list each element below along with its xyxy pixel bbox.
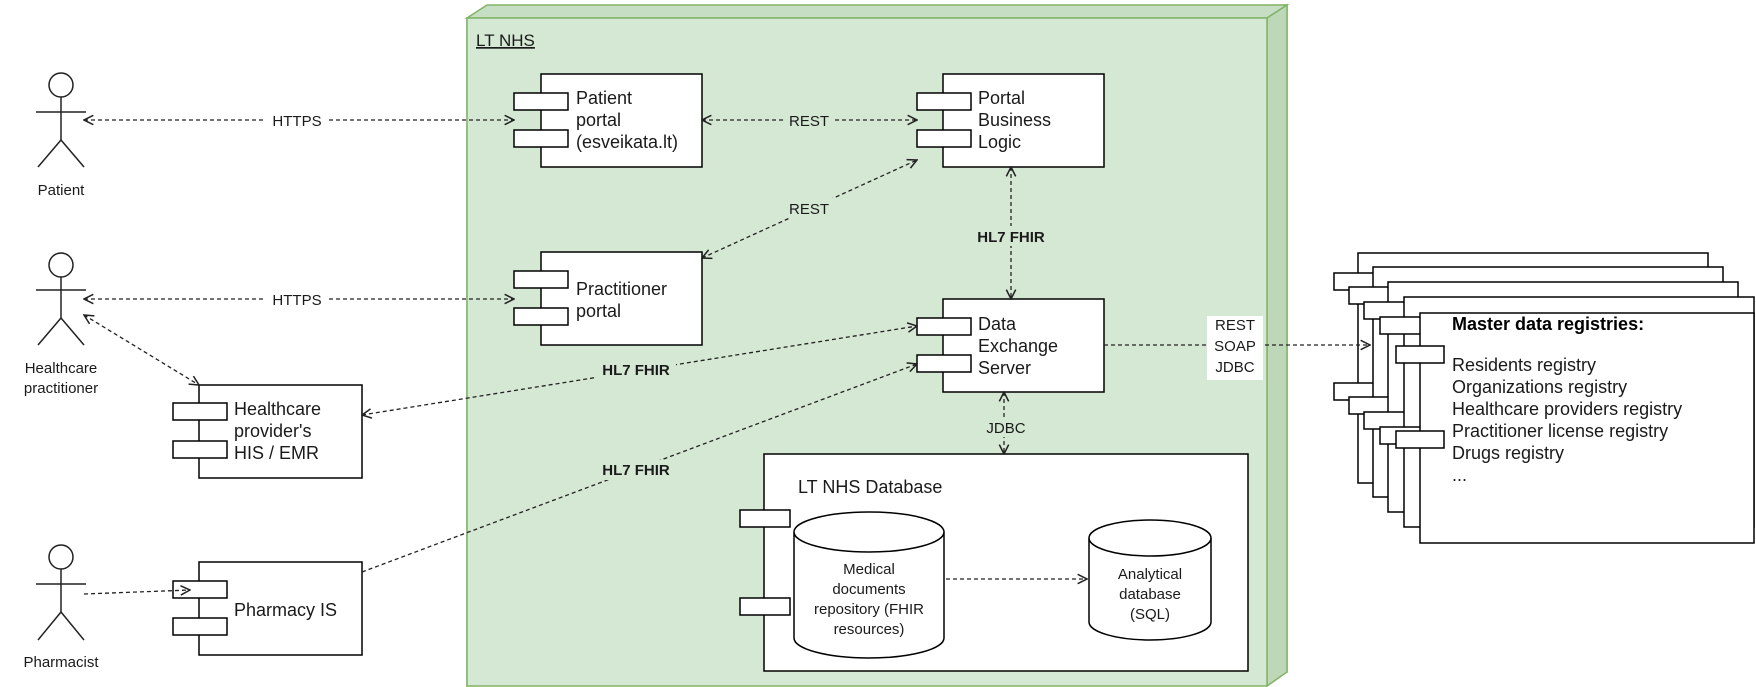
patient-portal-line-1: Patient <box>576 88 632 108</box>
actor-patient <box>36 72 86 168</box>
actor-patient-label: Patient <box>38 182 86 199</box>
medical-repo-line-1: Medical <box>843 561 895 578</box>
registry-item: Practitioner license registry <box>1452 421 1668 441</box>
actor-healthcare-practitioner <box>36 252 86 346</box>
label-patient-https: HTTPS <box>272 113 321 130</box>
label-registry-soap: SOAP <box>1214 338 1256 355</box>
analytical-db-line-3: (SQL) <box>1130 606 1170 623</box>
data-exchange-server-line-1: Data <box>978 314 1017 334</box>
boundary-label: LT NHS <box>476 31 535 50</box>
component-patient-portal: Patient portal (esveikata.lt) <box>513 73 703 168</box>
patient-portal-line-2: portal <box>576 110 621 130</box>
medical-repo-line-4: resources) <box>834 621 905 638</box>
analytical-db-line-2: database <box>1119 586 1181 603</box>
registry-item: Healthcare providers registry <box>1452 399 1682 419</box>
label-registry-jdbc: JDBC <box>1215 359 1254 376</box>
conn-pharmacist-pharmacy <box>83 590 190 594</box>
label-logic-fhir: HL7 FHIR <box>977 229 1045 246</box>
label-db-jdbc: JDBC <box>986 420 1025 437</box>
actor-practitioner-label-2: practitioner <box>24 380 98 397</box>
practitioner-portal-line-1: Practitioner <box>576 279 667 299</box>
his-line-2: provider's <box>234 421 311 441</box>
registry-item: Drugs registry <box>1452 443 1564 463</box>
patient-portal-line-3: (esveikata.lt) <box>576 132 678 152</box>
registry-item: Organizations registry <box>1452 377 1627 397</box>
medical-repository-cylinder: Medical documents repository (FHIR resou… <box>793 511 945 659</box>
label-pharmacy-fhir: HL7 FHIR <box>602 462 670 479</box>
his-line-1: Healthcare <box>234 399 321 419</box>
his-line-3: HIS / EMR <box>234 443 319 463</box>
component-healthcare-provider-his: Healthcare provider's HIS / EMR <box>172 384 363 479</box>
database-title: LT NHS Database <box>798 477 942 497</box>
pharmacy-is-label: Pharmacy IS <box>234 600 337 620</box>
master-data-registries: Master data registries: Residents regist… <box>1333 252 1755 544</box>
portal-business-logic-line-2: Business <box>978 110 1051 130</box>
actor-pharmacist <box>36 544 86 641</box>
label-portal-rest: REST <box>789 113 829 130</box>
component-pharmacy-is: Pharmacy IS <box>172 561 363 656</box>
connection-labels: HTTPS HTTPS REST REST HL7 FHIR HL7 FHIR … <box>266 110 1263 480</box>
data-exchange-server-line-2: Exchange <box>978 336 1058 356</box>
component-practitioner-portal: Practitioner portal <box>513 251 703 346</box>
label-registry-rest: REST <box>1215 317 1255 334</box>
medical-repo-line-2: documents <box>832 581 905 598</box>
portal-business-logic-line-3: Logic <box>978 132 1021 152</box>
medical-repo-line-3: repository (FHIR <box>814 601 924 618</box>
practitioner-portal-line-2: portal <box>576 301 621 321</box>
label-practitioner-https: HTTPS <box>272 292 321 309</box>
component-lt-nhs-database: LT NHS Database Medical documents reposi… <box>739 453 1249 672</box>
registry-item: ... <box>1452 465 1467 485</box>
analytical-db-line-1: Analytical <box>1118 566 1182 583</box>
portal-business-logic-line-1: Portal <box>978 88 1025 108</box>
actor-pharmacist-label: Pharmacist <box>23 654 99 671</box>
component-data-exchange-server: Data Exchange Server <box>916 298 1105 393</box>
label-practitioner-rest: REST <box>789 201 829 218</box>
conn-practitioner-his <box>84 315 199 385</box>
analytical-database-cylinder: Analytical database (SQL) <box>1088 519 1212 641</box>
conn-practitioner-logic <box>702 160 917 258</box>
label-his-fhir: HL7 FHIR <box>602 362 670 379</box>
registry-item: Residents registry <box>1452 355 1596 375</box>
registries-title: Master data registries: <box>1452 314 1644 334</box>
component-portal-business-logic: Portal Business Logic <box>916 73 1105 168</box>
actor-practitioner-label-1: Healthcare <box>25 360 98 377</box>
data-exchange-server-line-3: Server <box>978 358 1031 378</box>
